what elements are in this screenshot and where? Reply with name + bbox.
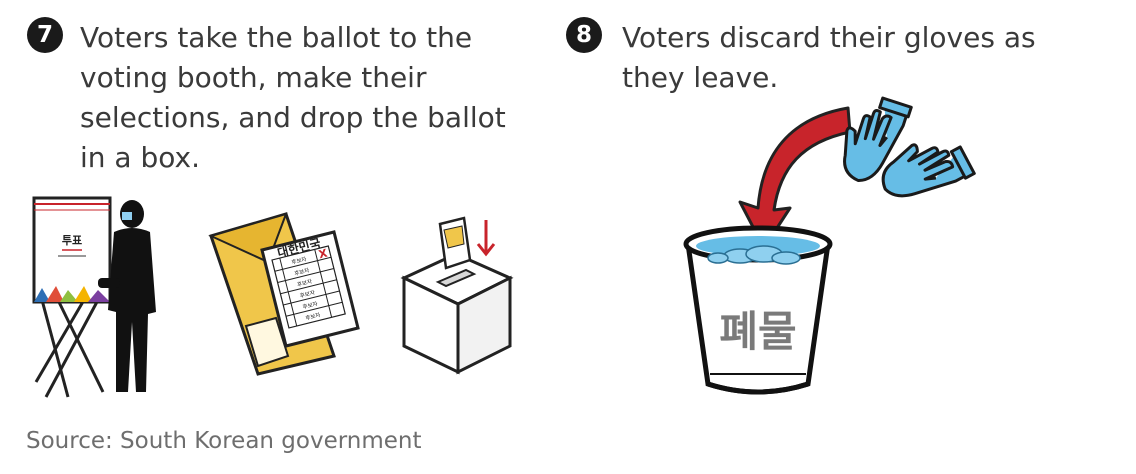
booth-pattern [34,286,110,302]
ballot-row-2: 후보자 [293,266,310,277]
bin-label: 폐물 [719,307,796,356]
ballot-row-5: 후보자 [302,299,319,310]
glove-icon [881,143,976,198]
ballot-mark: X [317,247,329,262]
step-8-number: 8 [566,17,602,53]
ballot-inserting [438,216,472,270]
step-7-number: 7 [27,17,63,53]
waste-bin-illustration: 폐물 [683,96,976,395]
voter-silhouette [98,200,156,392]
ballot-row-3: 후보자 [296,277,313,288]
source-note: Source: South Korean government [26,428,422,454]
ballot-row-6: 후보자 [304,311,321,322]
glove-icon [843,96,913,182]
step-7-text: Voters take the ballot to the voting boo… [80,21,506,174]
ballot-box-illustration [400,216,514,375]
step-8-text: Voters discard their gloves as they leav… [622,21,1036,94]
down-arrow-icon [476,220,496,257]
ballot-envelope-illustration: 대한민국 후보자 후보자 후보자 후보자 후보자 후보자 X [208,212,360,376]
ballot-row-4: 후보자 [299,288,316,299]
ballot-row-1: 후보자 [291,255,308,266]
booth-label: 투표 [62,234,82,247]
voting-booth-illustration: 투표 [32,196,156,398]
ballot-sheet: 대한민국 후보자 후보자 후보자 후보자 후보자 후보자 X [260,230,360,348]
discarded-gloves [707,245,801,265]
